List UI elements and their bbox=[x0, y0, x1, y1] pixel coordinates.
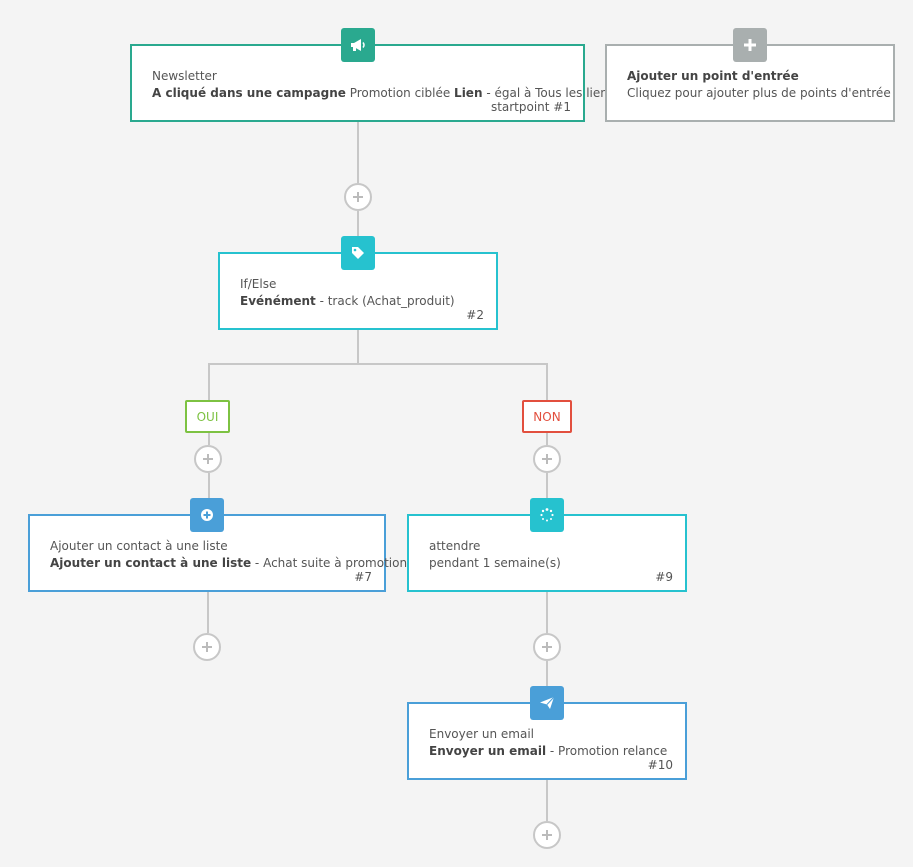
add-contact-to-list-node[interactable]: Ajouter un contact à une liste Ajouter u… bbox=[28, 514, 407, 592]
plus-icon bbox=[202, 642, 212, 652]
connector-line bbox=[546, 591, 548, 633]
paper-plane-icon bbox=[530, 686, 564, 720]
email-name: - Promotion relance bbox=[546, 744, 668, 758]
plus-circle-icon bbox=[190, 498, 224, 532]
event-condition: - track (Achat_produit) bbox=[315, 294, 455, 308]
event-label: Evénément bbox=[240, 294, 316, 308]
node-description: A cliqué dans une campagne Promotion cib… bbox=[152, 85, 614, 102]
megaphone-icon bbox=[341, 28, 375, 62]
add-entry-subtitle: Cliquez pour ajouter plus de points d'en… bbox=[627, 86, 891, 100]
node-number: #7 bbox=[354, 570, 372, 584]
connector-line bbox=[208, 363, 210, 401]
connector-line bbox=[357, 121, 359, 183]
spinner-icon bbox=[530, 498, 564, 532]
branch-yes-label: OUI bbox=[185, 400, 230, 433]
connector-line bbox=[546, 363, 548, 401]
branch-no-label: NON bbox=[522, 400, 572, 433]
connector-line bbox=[546, 779, 548, 821]
plus-icon bbox=[542, 642, 552, 652]
connector-line bbox=[208, 363, 548, 365]
action-label: Envoyer un email bbox=[429, 744, 547, 758]
node-description: Evénément - track (Achat_produit) bbox=[240, 293, 455, 310]
action-label: Ajouter un contact à une liste bbox=[50, 556, 252, 570]
add-step-button[interactable] bbox=[344, 183, 372, 211]
tag-icon bbox=[341, 236, 375, 270]
node-number: startpoint #1 bbox=[490, 100, 571, 114]
campaign-name: Promotion ciblée bbox=[345, 86, 455, 100]
wait-duration: pendant 1 semaine(s) bbox=[429, 556, 561, 570]
connector-line bbox=[546, 473, 548, 498]
connector-line bbox=[546, 433, 548, 445]
plus-icon bbox=[353, 192, 363, 202]
plus-icon[interactable] bbox=[733, 28, 767, 62]
link-label: Lien bbox=[454, 86, 483, 100]
add-step-button[interactable] bbox=[193, 633, 221, 661]
node-type-label: attendre bbox=[429, 539, 481, 553]
connector-line bbox=[207, 591, 209, 633]
connector-line bbox=[546, 661, 548, 686]
link-condition: - égal à Tous les liens bbox=[482, 86, 615, 100]
add-step-button[interactable] bbox=[194, 445, 222, 473]
plus-icon bbox=[203, 454, 213, 464]
node-number: #2 bbox=[466, 308, 484, 322]
connector-line bbox=[208, 473, 210, 498]
node-description: Envoyer un email - Promotion relance bbox=[429, 743, 667, 760]
node-number: #10 bbox=[647, 758, 673, 772]
list-name: - Achat suite à promotion bbox=[251, 556, 408, 570]
connector-line bbox=[357, 329, 359, 364]
add-step-button[interactable] bbox=[533, 445, 561, 473]
plus-icon bbox=[542, 454, 552, 464]
connector-line bbox=[208, 433, 210, 445]
condition-label: A cliqué dans une campagne bbox=[152, 86, 346, 100]
node-type-label: Ajouter un contact à une liste bbox=[50, 539, 228, 553]
connector-line bbox=[357, 211, 359, 237]
add-entry-title: Ajouter un point d'entrée bbox=[627, 69, 799, 83]
plus-icon bbox=[542, 830, 552, 840]
node-number: #9 bbox=[655, 570, 673, 584]
if-else-node[interactable]: If/Else Evénément - track (Achat_produit… bbox=[218, 252, 498, 330]
node-description: Ajouter un contact à une liste - Achat s… bbox=[50, 555, 407, 572]
node-type-label: Newsletter bbox=[152, 69, 217, 83]
add-step-button[interactable] bbox=[533, 821, 561, 849]
node-type-label: Envoyer un email bbox=[429, 727, 534, 741]
add-step-button[interactable] bbox=[533, 633, 561, 661]
node-type-label: If/Else bbox=[240, 277, 277, 291]
